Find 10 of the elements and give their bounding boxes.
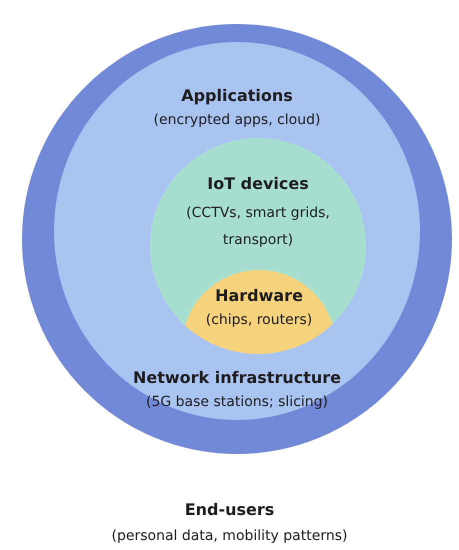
heading: Hardware [214, 286, 304, 305]
heading: End-users [184, 500, 276, 519]
heading: Network infrastructure [132, 368, 342, 387]
description: (CCTVs, smart grids, transport) [185, 204, 331, 250]
heading: IoT devices [206, 174, 310, 193]
heading: Applications [180, 86, 294, 105]
description: (personal data, mobility patterns) [110, 528, 348, 544]
description: (5G base stations; slicing) [144, 394, 329, 410]
description: (encrypted apps, cloud) [152, 112, 322, 128]
description: (chips, routers) [204, 312, 314, 328]
